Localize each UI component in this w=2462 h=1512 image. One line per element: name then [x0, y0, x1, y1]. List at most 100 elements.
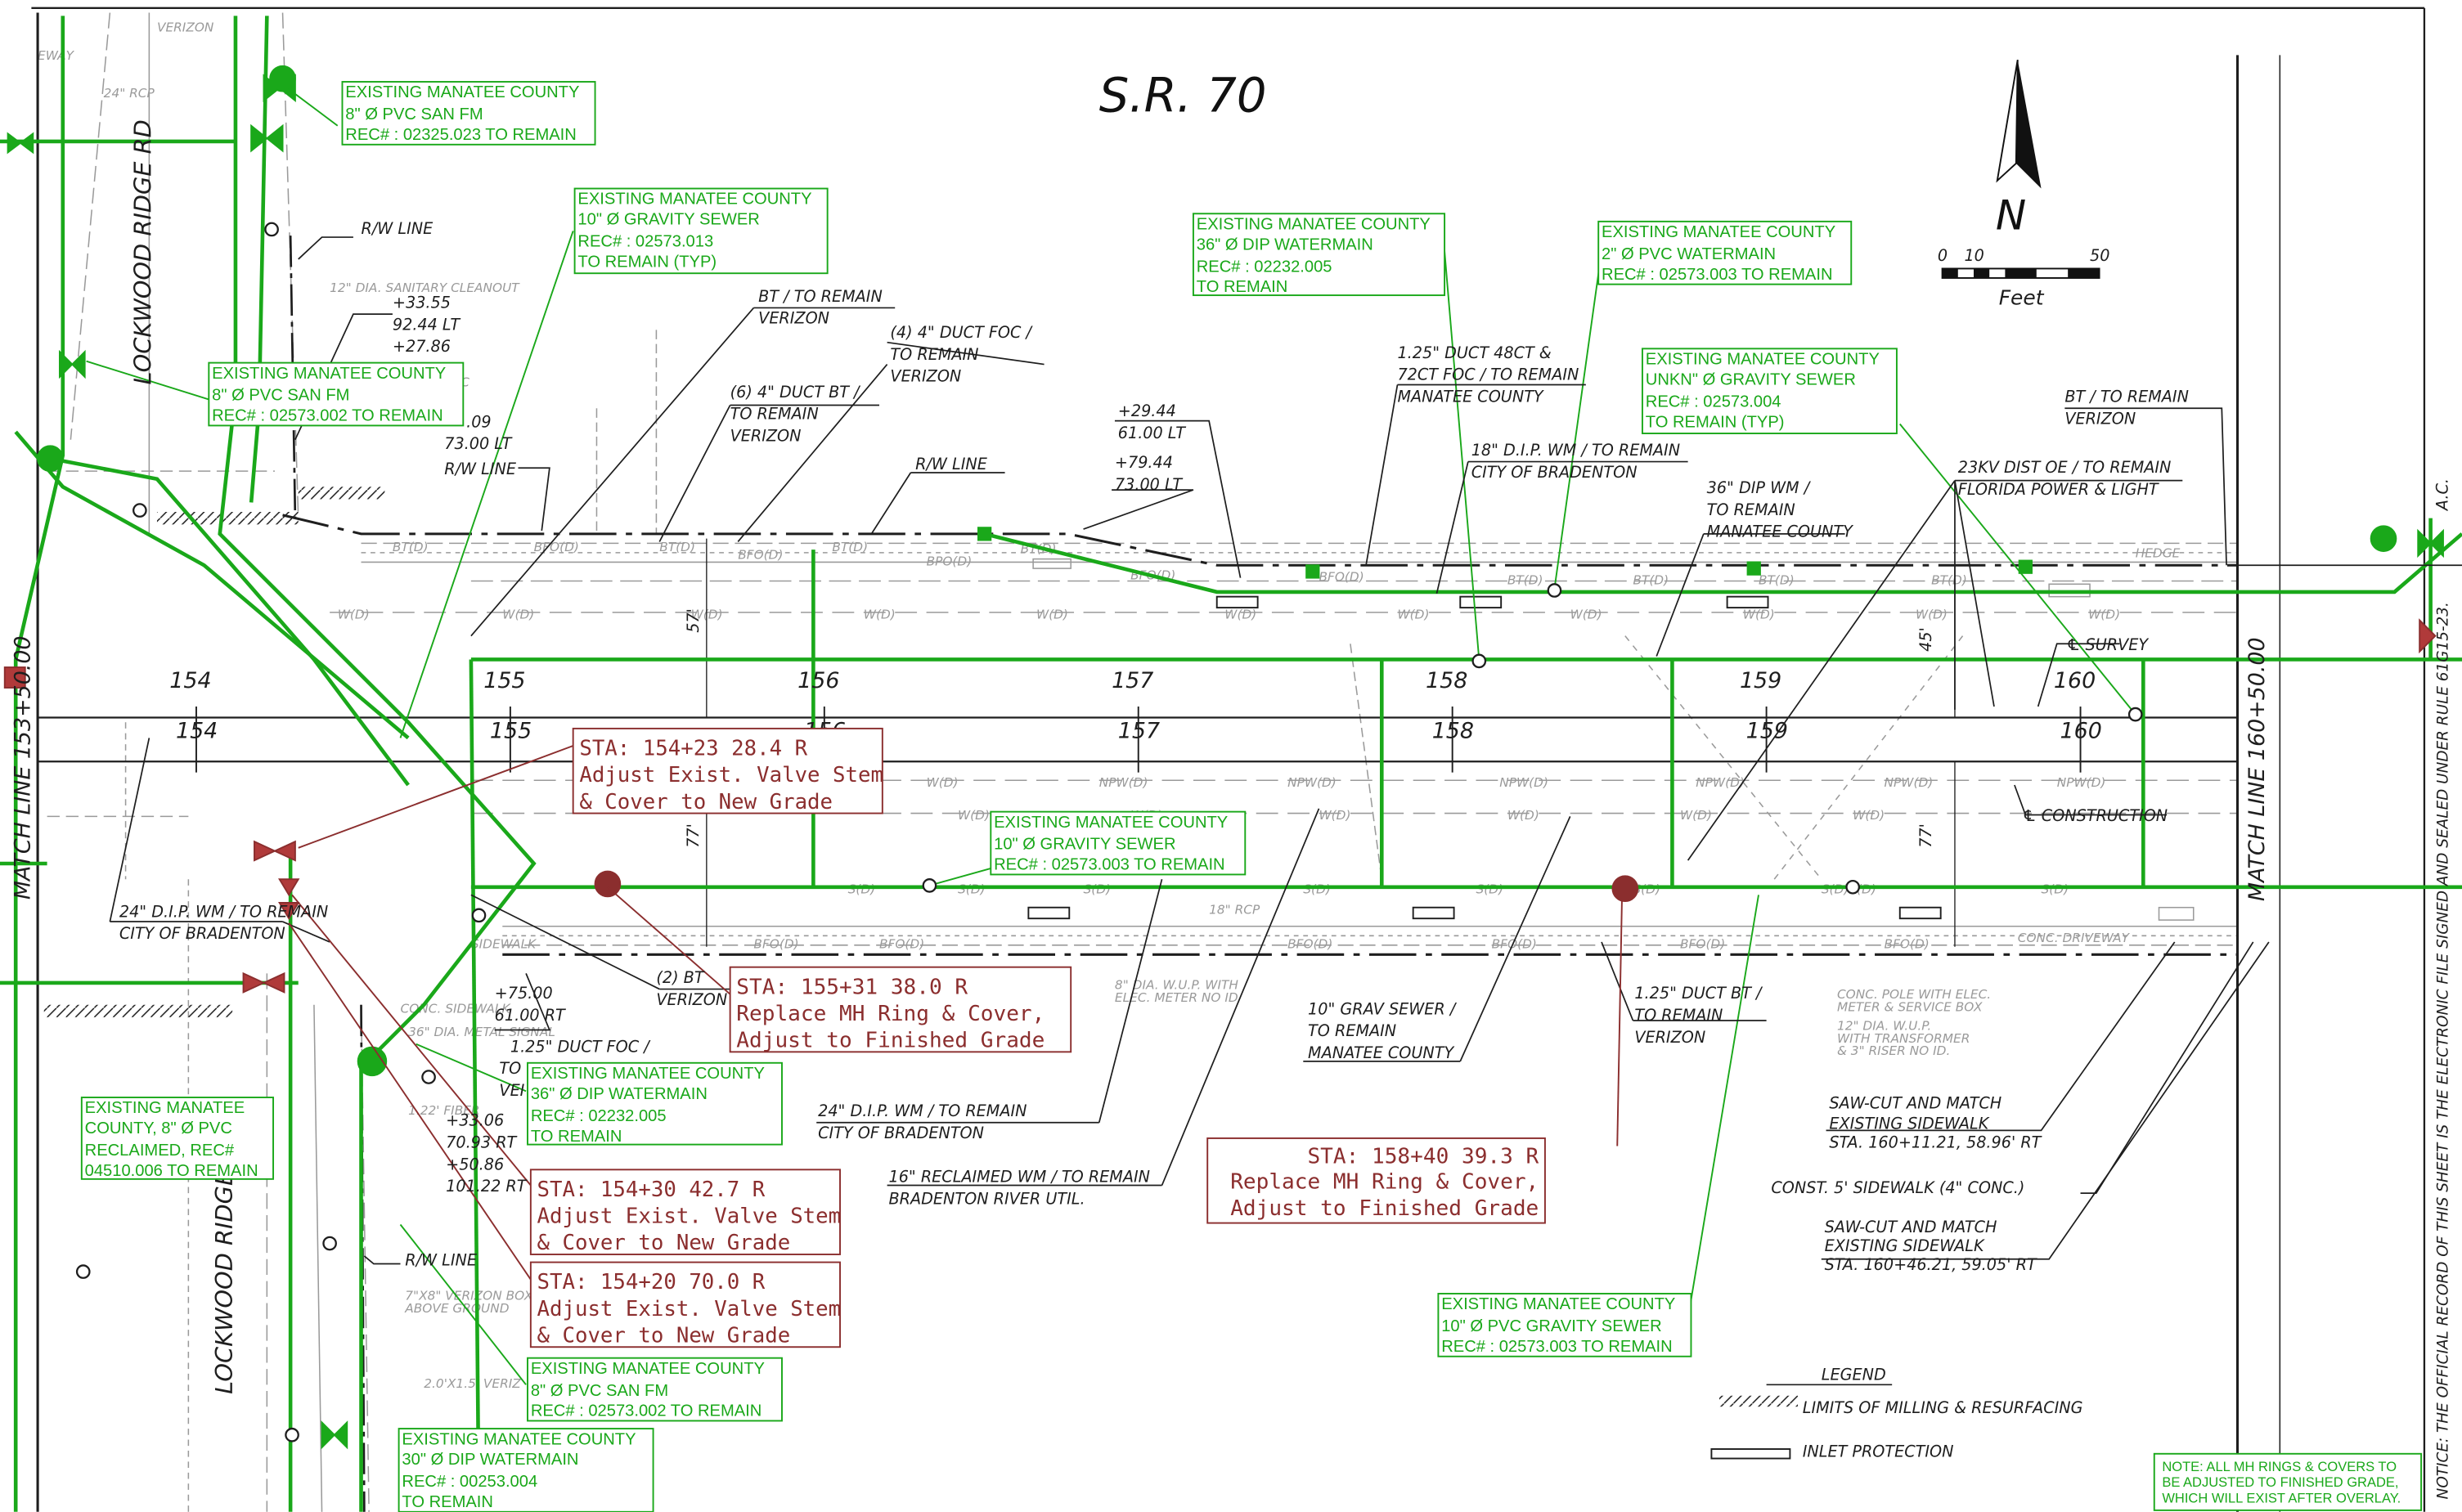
note-line: TO REMAIN (TYP) — [577, 253, 717, 271]
callout-offset-7: 101.22 RT — [446, 1177, 528, 1196]
callout-line: VERIZON — [730, 427, 802, 446]
station-label: 159 — [1746, 718, 1788, 743]
svg-text:S(D): S(D) — [2042, 882, 2069, 896]
svg-text:S(D): S(D) — [1084, 882, 1112, 896]
note-line: REC# : 02573.003 TO REMAIN — [994, 856, 1224, 874]
stations-lower: 154 155 156 157 158 159 160 — [176, 718, 2102, 743]
manhole-markers — [594, 870, 1639, 903]
note-line: REC# : 02232.005 — [1197, 258, 1332, 276]
svg-text:ELEC. METER NO ID: ELEC. METER NO ID — [1115, 990, 1238, 1005]
svg-text:12" DIA. W.U.P.: 12" DIA. W.U.P. — [1837, 1018, 1931, 1033]
note-line: Adjust Exist. Valve Stem — [537, 1205, 842, 1229]
station-label: 154 — [169, 668, 211, 693]
side-notice: NOTICE: THE OFFICIAL RECORD OF THIS SHEE… — [2435, 602, 2452, 1499]
note-line: 8" Ø PVC SAN FM — [531, 1382, 668, 1400]
callout-line: 73.00 LT — [444, 434, 512, 453]
svg-text:ABOVE GROUND: ABOVE GROUND — [404, 1301, 510, 1316]
callout-line: CONST. 5' SIDEWALK (4" CONC.) — [1771, 1178, 2024, 1197]
callout-line: 1.25" DUCT BT / — [1634, 984, 1763, 1003]
note-line: TO REMAIN — [402, 1493, 493, 1511]
svg-text:W(D): W(D) — [1507, 808, 1539, 823]
svg-text:7"X8" VERIZON BOX: 7"X8" VERIZON BOX — [405, 1289, 533, 1303]
note-line: 8" Ø PVC SAN FM — [345, 105, 483, 123]
north-arrow: N — [1996, 59, 2042, 239]
note-line: EXISTING MANATEE COUNTY — [1646, 351, 1880, 369]
note-line: Replace MH Ring & Cover, — [1230, 1169, 1539, 1194]
note-line: REC# : 02573.002 TO REMAIN — [531, 1402, 762, 1420]
svg-text:NPW(D): NPW(D) — [1885, 775, 1934, 790]
callout-line: CITY OF BRADENTON — [818, 1124, 984, 1142]
svg-text:BFO(D): BFO(D) — [753, 937, 798, 952]
callout-line: 36" DIP WM / — [1707, 478, 1812, 497]
callout-line: (4) 4" DUCT FOC / — [890, 323, 1033, 342]
svg-text:NPW(D): NPW(D) — [1099, 775, 1148, 790]
note-line: STA: 154+20 70.0 R — [537, 1270, 766, 1294]
note-line: 04510.006 TO REMAIN — [85, 1162, 258, 1180]
note-line: REC# : 02573.003 TO REMAIN — [1441, 1338, 1672, 1356]
svg-text:24" RCP: 24" RCP — [104, 86, 155, 101]
green-note-10: EXISTING MANATEE COUNTY 8" Ø PVC SAN FM RE… — [527, 1357, 783, 1422]
svg-text:BT(D): BT(D) — [832, 540, 868, 554]
callout-line: ℄ CONSTRUCTION — [2023, 806, 2168, 825]
svg-text:W(D): W(D) — [1916, 608, 1948, 622]
note-line: Adjust Exist. Valve Stem — [537, 1297, 842, 1321]
callout-line: BT / TO REMAIN — [758, 287, 883, 306]
note-line: STA: 158+40 39.3 R — [1307, 1145, 1539, 1169]
green-note-leaders — [86, 78, 2136, 1385]
note-line: EXISTING MANATEE — [85, 1099, 245, 1117]
callout-line: CITY OF BRADENTON — [119, 924, 285, 943]
callout-line: 16" RECLAIMED WM / TO REMAIN — [889, 1168, 1150, 1187]
existing-utility-lines — [0, 16, 2462, 1512]
dim-77-left: 77' — [684, 823, 703, 848]
svg-text:W(D): W(D) — [1036, 608, 1068, 622]
callout-line: VERIZON — [1634, 1028, 1705, 1047]
note-line: EXISTING MANATEE COUNTY — [402, 1430, 636, 1448]
station-label: 160 — [2054, 668, 2096, 693]
note-line: 2" Ø PVC WATERMAIN — [1602, 245, 1776, 263]
scale-bar: 0 10 50 Feet — [1938, 246, 2110, 310]
callout-line: +33.06 — [446, 1111, 504, 1130]
callout-line: MANATEE COUNTY — [1308, 1043, 1454, 1062]
scale-fifty: 50 — [2090, 246, 2109, 265]
note-line: & Cover to New Grade — [579, 790, 833, 814]
svg-text:BT(D): BT(D) — [1759, 572, 1795, 587]
callout-line: 10" GRAV SEWER / — [1308, 999, 1458, 1018]
svg-text:BFO(D): BFO(D) — [534, 540, 579, 554]
callout-line: 24" D.I.P. WM / TO REMAIN — [119, 902, 328, 921]
note-line: EXISTING MANATEE COUNTY — [212, 365, 446, 383]
dim-45: 45' — [1916, 627, 1935, 652]
svg-text:BT(D): BT(D) — [1931, 572, 1967, 587]
note-line: STA: 155+31 38.0 R — [736, 975, 968, 999]
road-name-upper: LOCKWOOD RIDGE RD — [128, 119, 156, 384]
callout-sidewalk: CONST. 5' SIDEWALK (4" CONC.) — [1771, 1178, 2024, 1197]
svg-text:W(D): W(D) — [1570, 608, 1602, 622]
scale-ten: 10 — [1964, 246, 1984, 265]
dim-57: 57' — [684, 608, 703, 633]
note-line: Replace MH Ring & Cover, — [736, 1002, 1045, 1026]
callout-line: VERIZON — [890, 367, 961, 386]
note-line: EXISTING MANATEE COUNTY — [531, 1360, 765, 1378]
callout-line: TO REMAIN — [890, 345, 978, 364]
stations-upper: 154 155 156 157 158 159 160 — [169, 668, 2096, 693]
svg-text:HEDGE: HEDGE — [2136, 546, 2181, 561]
svg-text:W(D): W(D) — [958, 808, 990, 823]
note-line: Adjust Exist. Valve Stem — [579, 763, 883, 787]
callout-line: 101.22 RT — [446, 1177, 528, 1196]
callout-line: +29.44 — [1118, 402, 1176, 420]
road-name-lower: LOCKWOOD RIDGE — [210, 1170, 238, 1394]
